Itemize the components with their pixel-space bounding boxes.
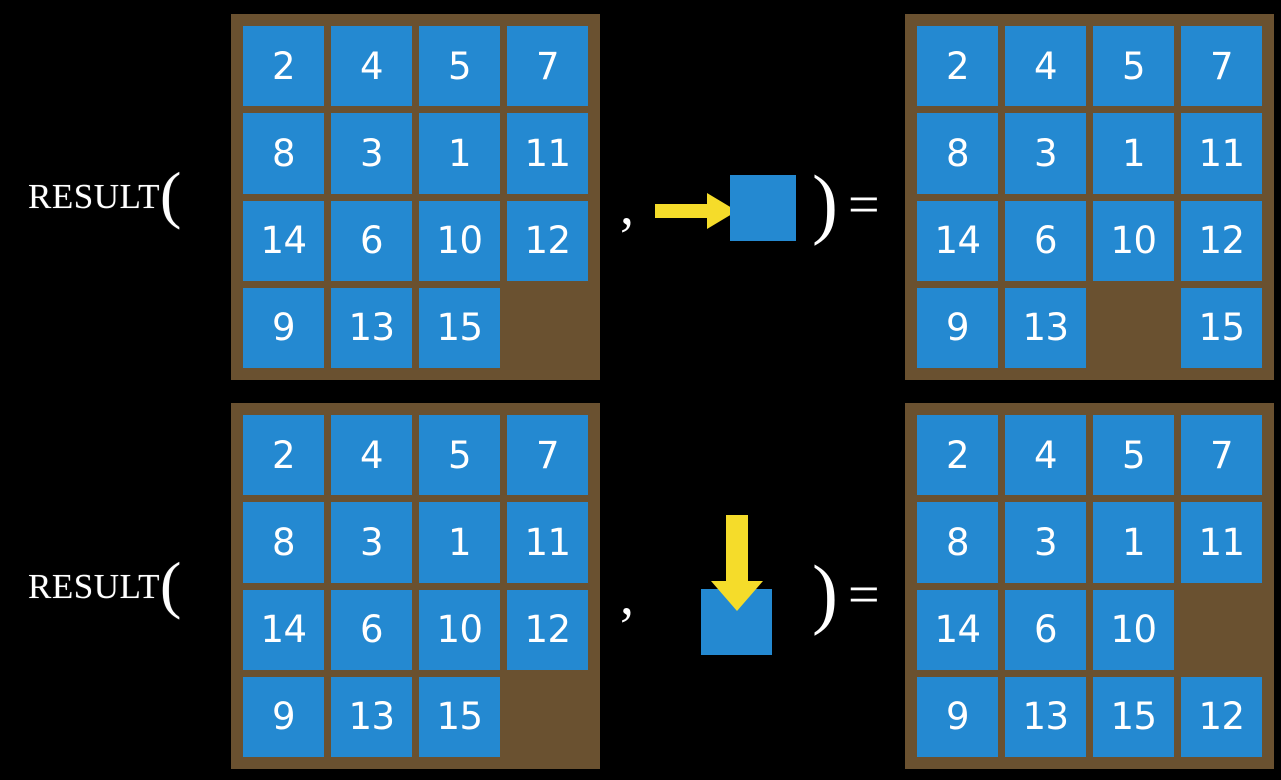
tile[interactable]: 11 — [507, 502, 588, 583]
tile[interactable]: 2 — [243, 26, 324, 107]
tile[interactable]: 9 — [243, 287, 324, 368]
tile[interactable]: 15 — [419, 287, 500, 368]
argument-comma-bottom: , — [620, 565, 634, 627]
output-board-top: 2 4 5 7 8 3 1 11 14 6 10 12 9 13 15 — [905, 14, 1274, 380]
tile[interactable]: 10 — [1093, 589, 1174, 670]
result-word-bottom: Result — [28, 553, 161, 609]
tile[interactable]: 10 — [1093, 200, 1174, 281]
tile[interactable]: 13 — [331, 676, 412, 757]
argument-comma-top: , — [620, 175, 634, 237]
tile[interactable]: 8 — [917, 502, 998, 583]
tile[interactable]: 5 — [419, 26, 500, 107]
open-paren-bottom: ( — [160, 549, 182, 620]
tile[interactable]: 2 — [917, 415, 998, 496]
tile[interactable]: 14 — [243, 589, 324, 670]
tile[interactable]: 13 — [331, 287, 412, 368]
tile[interactable]: 10 — [419, 589, 500, 670]
tile[interactable]: 12 — [1181, 676, 1262, 757]
tile[interactable]: 1 — [1093, 113, 1174, 194]
empty-slot — [507, 288, 588, 368]
tile[interactable]: 4 — [331, 26, 412, 107]
result-function-label-bottom: Result( — [28, 553, 182, 617]
empty-slot — [507, 677, 588, 757]
tile[interactable]: 12 — [1181, 200, 1262, 281]
tile[interactable]: 11 — [507, 113, 588, 194]
tile[interactable]: 7 — [507, 415, 588, 496]
tile[interactable]: 8 — [243, 502, 324, 583]
moving-tile-top[interactable] — [730, 175, 796, 241]
tile[interactable]: 1 — [419, 502, 500, 583]
tile[interactable]: 6 — [1005, 589, 1086, 670]
tile[interactable]: 3 — [331, 502, 412, 583]
tile[interactable]: 15 — [1093, 676, 1174, 757]
tile[interactable]: 9 — [917, 287, 998, 368]
tile[interactable]: 13 — [1005, 676, 1086, 757]
tile[interactable]: 15 — [419, 676, 500, 757]
tile[interactable]: 14 — [243, 200, 324, 281]
tile[interactable]: 13 — [1005, 287, 1086, 368]
tile[interactable]: 3 — [1005, 113, 1086, 194]
empty-slot — [1093, 288, 1174, 368]
tile[interactable]: 11 — [1181, 113, 1262, 194]
output-board-bottom: 2 4 5 7 8 3 1 11 14 6 10 9 13 15 12 — [905, 403, 1274, 769]
tile[interactable]: 12 — [507, 589, 588, 670]
tile[interactable]: 14 — [917, 589, 998, 670]
tile[interactable]: 5 — [1093, 26, 1174, 107]
tile[interactable]: 2 — [243, 415, 324, 496]
close-paren-bottom: ) — [812, 549, 838, 636]
result-function-label-top: Result( — [28, 163, 182, 227]
arrow-right-icon — [655, 193, 737, 229]
tile[interactable]: 3 — [331, 113, 412, 194]
tile[interactable]: 2 — [917, 26, 998, 107]
equals-sign-top: = — [848, 174, 880, 236]
equation-row-down-shift: Result( 2 4 5 7 8 3 1 11 14 6 10 12 9 13… — [0, 390, 1281, 780]
tile[interactable]: 12 — [507, 200, 588, 281]
tile[interactable]: 3 — [1005, 502, 1086, 583]
tile[interactable]: 4 — [1005, 415, 1086, 496]
tile[interactable]: 1 — [419, 113, 500, 194]
result-word-top: Result — [28, 163, 161, 219]
tile[interactable]: 7 — [1181, 26, 1262, 107]
arrow-down-icon — [711, 515, 763, 611]
tile[interactable]: 5 — [419, 415, 500, 496]
tile[interactable]: 5 — [1093, 415, 1174, 496]
tile[interactable]: 6 — [1005, 200, 1086, 281]
tile[interactable]: 4 — [1005, 26, 1086, 107]
tile[interactable]: 4 — [331, 415, 412, 496]
tile[interactable]: 1 — [1093, 502, 1174, 583]
tile[interactable]: 9 — [243, 676, 324, 757]
input-board-top: 2 4 5 7 8 3 1 11 14 6 10 12 9 13 15 — [231, 14, 600, 380]
empty-slot — [1181, 590, 1262, 670]
tile[interactable]: 9 — [917, 676, 998, 757]
tile[interactable]: 7 — [1181, 415, 1262, 496]
tile[interactable]: 11 — [1181, 502, 1262, 583]
tile[interactable]: 8 — [243, 113, 324, 194]
close-paren-top: ) — [812, 159, 838, 246]
tile[interactable]: 15 — [1181, 287, 1262, 368]
input-board-bottom: 2 4 5 7 8 3 1 11 14 6 10 12 9 13 15 — [231, 403, 600, 769]
tile[interactable]: 8 — [917, 113, 998, 194]
open-paren-top: ( — [160, 159, 182, 230]
equals-sign-bottom: = — [848, 564, 880, 626]
tile[interactable]: 6 — [331, 200, 412, 281]
tile[interactable]: 7 — [507, 26, 588, 107]
tile[interactable]: 10 — [419, 200, 500, 281]
tile[interactable]: 14 — [917, 200, 998, 281]
equation-row-right-shift: Result( 2 4 5 7 8 3 1 11 14 6 10 12 9 13… — [28, 14, 1274, 380]
tile[interactable]: 6 — [331, 589, 412, 670]
